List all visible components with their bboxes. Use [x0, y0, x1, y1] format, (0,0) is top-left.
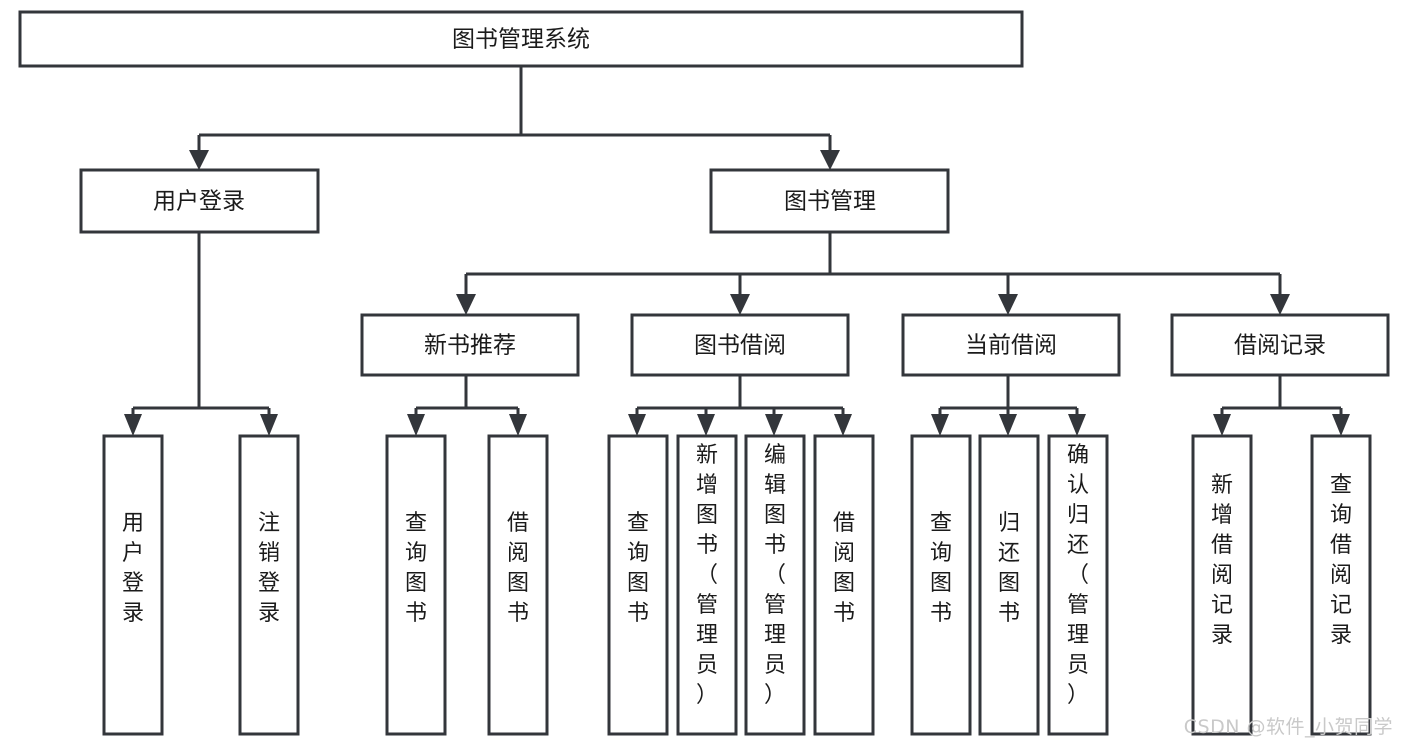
connector-group-userlogin: [124, 232, 278, 436]
arrow-head-leaf-newbook-2: [509, 414, 527, 436]
leaf-logout-box: [238, 434, 300, 736]
leaf-newbook-query-label: 查询图书: [405, 511, 427, 626]
node-root-system[interactable]: 图书管理系统: [18, 10, 1024, 68]
arrow-head-leaf-user-login-1: [124, 414, 142, 436]
node-current-borrow[interactable]: 当前借阅: [901, 313, 1121, 377]
leaf-node[interactable]: 查询借阅记录: [1310, 434, 1372, 736]
leaf-bookborrow-borrow-box: [813, 434, 875, 736]
node-book-borrow[interactable]: 图书借阅: [630, 313, 850, 377]
node-current-borrow-box: [901, 313, 1121, 377]
node-root-box: [18, 10, 1024, 68]
csdn-watermark: CSDN @软件_小贺同学: [1183, 716, 1393, 738]
leaf-bookborrow-edit-box: [744, 434, 806, 736]
arrow-head-borrowrecord: [1270, 294, 1290, 315]
arrow-head-leaf-bookborrow-3: [765, 414, 783, 436]
arrow-head-newbook: [456, 294, 476, 315]
node-book-management-label: 图书管理: [784, 189, 876, 215]
arrow-head-leaf-bookborrow-4: [834, 414, 852, 436]
connector-group-root: [189, 66, 840, 170]
leaf-bookborrow-edit-label: 编辑图书（管理员）: [764, 443, 786, 708]
node-current-borrow-label: 当前借阅: [965, 333, 1057, 359]
node-root-label: 图书管理系统: [452, 27, 590, 53]
node-user-login-box: [79, 168, 320, 234]
leaf-bookborrow-query-box: [607, 434, 669, 736]
connector-group-bookmgmt: [456, 232, 1290, 315]
leaf-node[interactable]: 查询图书: [910, 434, 972, 736]
node-borrow-record[interactable]: 借阅记录: [1170, 313, 1390, 377]
node-book-borrow-label: 图书借阅: [694, 333, 786, 359]
leaf-newbook-borrow-box: [487, 434, 549, 736]
arrow-head-currentborrow: [998, 294, 1018, 315]
leaf-currentborrow-query-box: [910, 434, 972, 736]
arrow-head-leaf-bookborrow-2: [697, 414, 715, 436]
arrow-head-leaf-user-login-2: [260, 414, 278, 436]
leaf-node[interactable]: 借阅图书: [813, 434, 875, 736]
arrow-head-bookmgmt: [820, 150, 840, 170]
leaf-bookborrow-borrow-label: 借阅图书: [833, 511, 855, 626]
node-new-book-recommend-label: 新书推荐: [424, 333, 516, 359]
arrow-head-bookborrow: [730, 294, 750, 315]
arrow-head-userlogin: [189, 150, 209, 170]
node-new-book-recommend[interactable]: 新书推荐: [360, 313, 580, 377]
leaf-node[interactable]: 查询图书: [607, 434, 669, 736]
leaf-node[interactable]: 编辑图书（管理员）: [744, 434, 806, 736]
node-borrow-record-box: [1170, 313, 1390, 377]
leaf-node[interactable]: 查询图书: [385, 434, 447, 736]
leaf-bookborrow-add-box: [676, 434, 738, 736]
leaf-node[interactable]: 借阅图书: [487, 434, 549, 736]
leaf-bookborrow-query-label: 查询图书: [627, 511, 649, 626]
leaf-node[interactable]: 确认归还（管理员）: [1047, 434, 1109, 736]
leaf-borrowrecord-query-box: [1310, 434, 1372, 736]
leaf-borrowrecord-add-box: [1191, 434, 1253, 736]
arrow-head-leaf-borrowrecord-2: [1332, 414, 1350, 436]
leaf-currentborrow-return-box: [978, 434, 1040, 736]
leaf-currentborrow-return-label: 归还图书: [998, 511, 1020, 626]
leaf-newbook-borrow-label: 借阅图书: [507, 511, 529, 626]
arrow-head-leaf-newbook-1: [407, 414, 425, 436]
node-borrow-record-label: 借阅记录: [1234, 333, 1326, 359]
arrow-head-leaf-currentborrow-3: [1068, 414, 1086, 436]
leaf-newbook-query-box: [385, 434, 447, 736]
leaf-node[interactable]: 注销登录: [238, 434, 300, 736]
leaf-node[interactable]: 新增借阅记录: [1191, 434, 1253, 736]
leaf-borrowrecord-query-label: 查询借阅记录: [1330, 473, 1352, 648]
arrow-head-leaf-borrowrecord-1: [1213, 414, 1231, 436]
node-user-login[interactable]: 用户登录: [79, 168, 320, 234]
connector-group-newbook: [407, 375, 527, 436]
leaf-logout-label: 注销登录: [258, 511, 280, 626]
leaf-node[interactable]: 用户登录: [102, 434, 164, 736]
leaf-user-login-label: 用户登录: [122, 511, 144, 626]
node-user-login-label: 用户登录: [153, 189, 245, 215]
connector-group-bookborrow: [628, 375, 852, 436]
leaf-node[interactable]: 归还图书: [978, 434, 1040, 736]
leaf-currentborrow-query-label: 查询图书: [930, 511, 952, 626]
node-new-book-recommend-box: [360, 313, 580, 377]
node-book-borrow-box: [630, 313, 850, 377]
leaf-node[interactable]: 新增图书（管理员）: [676, 434, 738, 736]
node-book-management[interactable]: 图书管理: [709, 168, 950, 234]
leaf-user-login-box: [102, 434, 164, 736]
leaf-currentborrow-confirm-label: 确认归还（管理员）: [1067, 443, 1089, 708]
leaf-bookborrow-add-label: 新增图书（管理员）: [696, 443, 718, 708]
arrow-head-leaf-currentborrow-1: [931, 414, 949, 436]
connector-group-currentborrow: [931, 375, 1086, 436]
arrow-head-leaf-currentborrow-2: [999, 414, 1017, 436]
connector-group-borrowrecord: [1213, 375, 1350, 436]
leaf-currentborrow-confirm-box: [1047, 434, 1109, 736]
node-book-management-box: [709, 168, 950, 234]
leaf-borrowrecord-add-label: 新增借阅记录: [1211, 473, 1233, 648]
arrow-head-leaf-bookborrow-1: [628, 414, 646, 436]
